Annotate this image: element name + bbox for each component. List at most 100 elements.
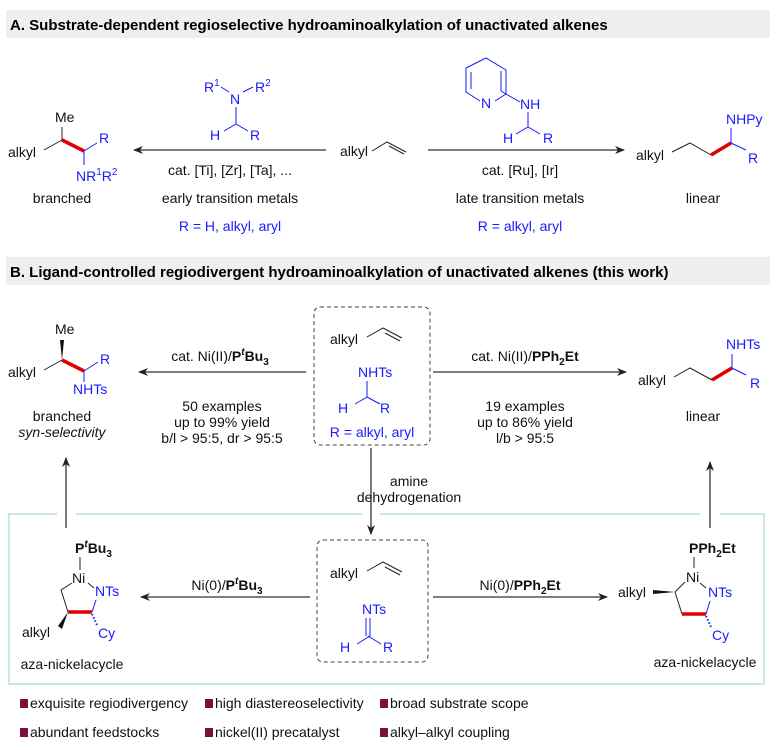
feature-item: high diastereoselectivity xyxy=(205,695,364,711)
svg-text:NR1R2: NR1R2 xyxy=(76,167,118,184)
svg-text:exquisite regiodivergency: exquisite regiodivergency xyxy=(30,695,188,711)
feature-item: abundant feedstocks xyxy=(20,724,159,740)
linear-product-a: alkyl NHPy R linear xyxy=(636,111,763,206)
svg-text:NHPy: NHPy xyxy=(726,111,763,127)
catalyst-late: cat. [Ru], [Ir] xyxy=(482,162,558,178)
mech-cat-pph2et: Ni(0)/PPh2Et xyxy=(479,577,560,597)
svg-text:R: R xyxy=(99,130,109,146)
section-b-title: B. Ligand-controlled regiodivergent hydr… xyxy=(10,264,668,281)
mechanism-panel xyxy=(8,513,765,685)
scope-late: R = alkyl, aryl xyxy=(478,218,562,234)
bullet-icon xyxy=(20,728,28,737)
svg-text:abundant feedstocks: abundant feedstocks xyxy=(30,724,159,740)
selectivity-right: l/b > 95:5 xyxy=(496,430,554,446)
svg-text:Ni: Ni xyxy=(686,569,699,585)
svg-text:alkyl: alkyl xyxy=(22,624,50,640)
svg-text:Cy: Cy xyxy=(98,625,115,641)
early-metals-label: early transition metals xyxy=(162,190,298,206)
section-b-header: B. Ligand-controlled regiodivergent hydr… xyxy=(6,257,770,285)
feature-item: broad substrate scope xyxy=(380,695,529,711)
svg-text:linear: linear xyxy=(686,408,721,424)
svg-text:NHTs: NHTs xyxy=(358,364,392,380)
svg-text:NHTs: NHTs xyxy=(726,336,760,352)
nickelacycle-left: PtBu3 Ni NTs alkyl Cy aza-nickelacycle xyxy=(21,539,124,672)
svg-text:NTs: NTs xyxy=(95,583,119,599)
catalyst-pph2et: cat. Ni(II)/PPh2Et xyxy=(471,348,579,368)
substrate-scope: R = alkyl, aryl xyxy=(330,424,414,440)
svg-text:Me: Me xyxy=(55,321,75,337)
svg-text:PtBu3: PtBu3 xyxy=(75,539,112,560)
branched-product-a: alkyl Me R NR1R2 branched xyxy=(8,109,118,206)
svg-text:H: H xyxy=(338,400,348,416)
svg-text:R: R xyxy=(748,150,758,166)
nickelacycle-label-left: aza-nickelacycle xyxy=(21,656,124,672)
amine-h: H xyxy=(210,127,220,143)
dehydrogenation-line1: amine xyxy=(390,473,428,489)
svg-text:high diastereoselectivity: high diastereoselectivity xyxy=(215,695,364,711)
amine-r1: R1 xyxy=(204,78,220,95)
branched-label: branched xyxy=(33,190,91,206)
svg-text:alkyl: alkyl xyxy=(8,144,36,160)
yield-left: up to 99% yield xyxy=(174,414,270,430)
amine-r2: R2 xyxy=(255,78,271,95)
svg-text:H: H xyxy=(503,130,513,146)
svg-text:alkyl–alkyl coupling: alkyl–alkyl coupling xyxy=(390,724,510,740)
svg-text:H: H xyxy=(340,639,350,655)
amine-r: R xyxy=(250,127,260,143)
aminopyridine-reagent: N NH H R xyxy=(465,57,553,146)
bullet-icon xyxy=(380,728,388,737)
mech-cat-ptbu3: Ni(0)/PtBu3 xyxy=(191,576,263,597)
bullet-icon xyxy=(20,699,28,708)
svg-text:branched: branched xyxy=(33,408,91,424)
nickelacycle-right: PPh2Et Ni NTs alkyl Cy aza-nickelacycle xyxy=(618,540,757,670)
svg-text:NH: NH xyxy=(520,96,540,112)
late-metals-label: late transition metals xyxy=(456,190,584,206)
svg-text:NHTs: NHTs xyxy=(73,381,107,397)
svg-text:broad substrate scope: broad substrate scope xyxy=(390,695,529,711)
section-a-title: A. Substrate-dependent regioselective hy… xyxy=(10,17,608,34)
svg-text:alkyl: alkyl xyxy=(8,364,36,380)
scope-early: R = H, alkyl, aryl xyxy=(179,218,281,234)
svg-text:nickel(II) precatalyst: nickel(II) precatalyst xyxy=(215,724,340,740)
bullet-icon xyxy=(205,699,213,708)
branched-product-b: Me alkyl R NHTs branched syn-selectivity xyxy=(8,321,110,440)
amine-reagent-a-left: R1 N R2 H R xyxy=(204,78,271,143)
svg-text:PPh2Et: PPh2Et xyxy=(689,540,736,560)
alkene-alkyl-label: alkyl xyxy=(340,143,368,159)
svg-text:Me: Me xyxy=(55,109,75,125)
svg-text:alkyl: alkyl xyxy=(618,584,646,600)
nickelacycle-label-right: aza-nickelacycle xyxy=(654,654,757,670)
svg-text:R: R xyxy=(383,639,393,655)
svg-text:alkyl: alkyl xyxy=(330,565,358,581)
catalyst-ptbu3: cat. Ni(II)/PtBu3 xyxy=(171,347,269,368)
bullet-icon xyxy=(205,728,213,737)
feature-item: nickel(II) precatalyst xyxy=(205,724,340,740)
examples-left: 50 examples xyxy=(182,398,261,414)
svg-text:N: N xyxy=(481,95,491,111)
bullet-icon xyxy=(380,699,388,708)
svg-text:syn-selectivity: syn-selectivity xyxy=(18,424,106,440)
svg-text:NTs: NTs xyxy=(708,584,732,600)
svg-text:Ni: Ni xyxy=(72,570,85,586)
feature-list: exquisite regiodivergency high diastereo… xyxy=(20,695,529,740)
dehydrogenation-line2: dehydrogenation xyxy=(357,489,461,505)
yield-right: up to 86% yield xyxy=(477,414,573,430)
svg-text:alkyl: alkyl xyxy=(330,331,358,347)
selectivity-left: b/l > 95:5, dr > 95:5 xyxy=(161,430,283,446)
imine-box: alkyl NTs H R xyxy=(316,539,429,663)
linear-label: linear xyxy=(686,190,721,206)
feature-item: alkyl–alkyl coupling xyxy=(380,724,510,740)
svg-text:alkyl: alkyl xyxy=(636,147,664,163)
substrate-box: alkyl NHTs H R R = alkyl, aryl xyxy=(313,306,431,446)
examples-right: 19 examples xyxy=(485,398,564,414)
svg-text:Cy: Cy xyxy=(712,627,729,643)
svg-text:R: R xyxy=(380,400,390,416)
svg-text:R: R xyxy=(100,351,110,367)
svg-text:R: R xyxy=(750,375,760,391)
feature-item: exquisite regiodivergency xyxy=(20,695,188,711)
svg-text:alkyl: alkyl xyxy=(638,372,666,388)
section-a-header: A. Substrate-dependent regioselective hy… xyxy=(6,10,770,38)
svg-text:R: R xyxy=(543,130,553,146)
svg-text:NTs: NTs xyxy=(362,601,386,617)
